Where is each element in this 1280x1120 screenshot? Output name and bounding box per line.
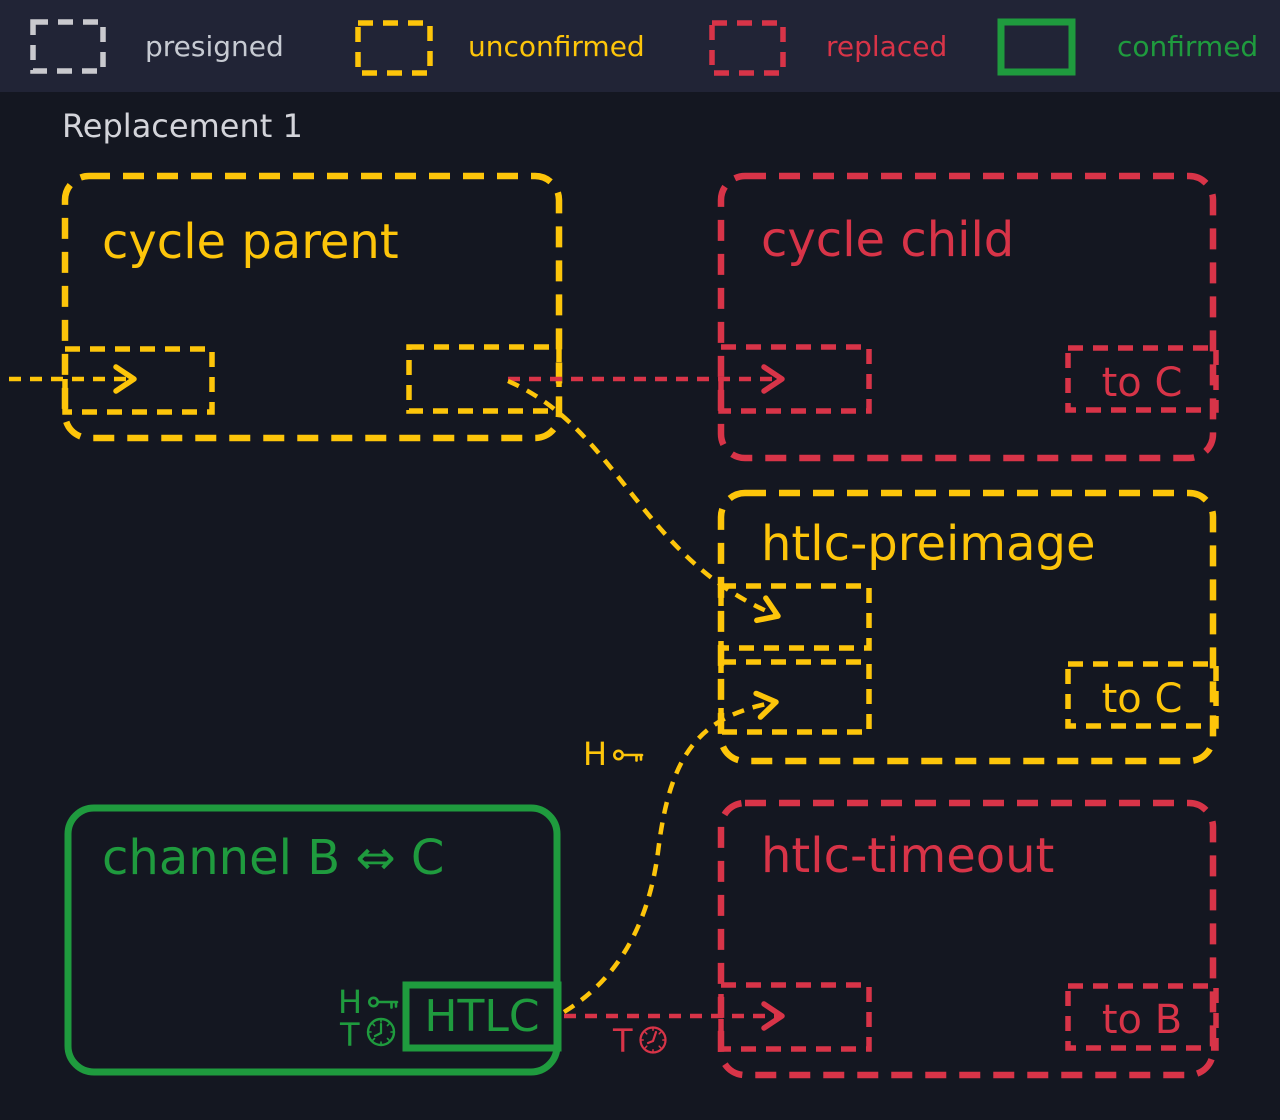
htlc-preimage-output-label: to C: [1102, 676, 1183, 722]
channel-time-letter: T: [339, 1016, 360, 1054]
cycle-child-title: cycle child: [761, 212, 1014, 268]
legend-item-unconfirmed: unconfirmed: [355, 20, 645, 76]
arrow-htlc-to-preimage: [562, 690, 779, 1014]
legend-label-replaced: replaced: [826, 30, 947, 63]
htlc-timeout-box: [717, 799, 1217, 1079]
preimage-path-annotation: H: [583, 735, 644, 773]
replaced-swatch: [709, 20, 786, 76]
legend-item-confirmed: confirmed: [997, 18, 1258, 76]
channel-box: [64, 804, 561, 1076]
legend-item-replaced: replaced: [709, 20, 947, 76]
key-icon: [613, 749, 644, 762]
preimage-hash-letter: H: [583, 735, 607, 773]
htlc-preimage-input2-box: [718, 659, 872, 735]
confirmed-swatch: [997, 18, 1076, 76]
key-icon: [368, 996, 399, 1009]
clock-icon: [639, 1026, 667, 1054]
channel-htlc-output-box: [402, 981, 562, 1052]
htlc-timeout-output-label: to B: [1102, 997, 1182, 1043]
clock-icon: [366, 1017, 396, 1047]
page-title: Replacement 1: [62, 107, 303, 145]
legend-label-presigned: presigned: [145, 30, 284, 63]
htlc-timeout-output-box: [1065, 983, 1219, 1051]
legend-label-unconfirmed: unconfirmed: [468, 30, 645, 63]
cycle-child-box: [717, 172, 1217, 462]
node-cycle-parent: cycle parent: [61, 172, 563, 442]
channel-htlc-label: HTLC: [424, 991, 539, 1042]
node-htlc-timeout: htlc-timeout to B: [717, 799, 1219, 1079]
htlc-preimage-input1-box: [718, 583, 872, 651]
node-htlc-preimage: htlc-preimage to C: [717, 489, 1219, 765]
presigned-swatch: [30, 19, 106, 74]
cycle-parent-box: [61, 172, 563, 442]
legend-bar: [0, 0, 1280, 92]
node-channel: channel B ⇔ C HTLC H T: [64, 804, 562, 1076]
unconfirmed-swatch: [355, 20, 433, 76]
channel-hash-letter: H: [338, 983, 362, 1021]
cycle-parent-input-box: [62, 346, 215, 415]
htlc-preimage-output-box: [1065, 661, 1219, 729]
cycle-child-output-label: to C: [1102, 360, 1183, 406]
htlc-preimage-title: htlc-preimage: [761, 516, 1095, 572]
channel-title: channel B ⇔ C: [102, 830, 444, 886]
legend-label-confirmed: confirmed: [1117, 30, 1258, 63]
cycle-child-input-box: [718, 344, 872, 414]
arrow-parent-to-preimage: [507, 378, 781, 624]
timeout-time-letter: T: [612, 1022, 633, 1060]
htlc-timeout-title: htlc-timeout: [761, 828, 1054, 884]
node-cycle-child: cycle child to C: [717, 172, 1219, 462]
cycle-child-output-box: [1065, 345, 1219, 413]
htlc-timeout-input-box: [718, 982, 872, 1052]
timeout-path-annotation: T: [612, 1022, 667, 1060]
cycle-parent-title: cycle parent: [102, 214, 399, 270]
legend-item-presigned: presigned: [30, 19, 284, 74]
